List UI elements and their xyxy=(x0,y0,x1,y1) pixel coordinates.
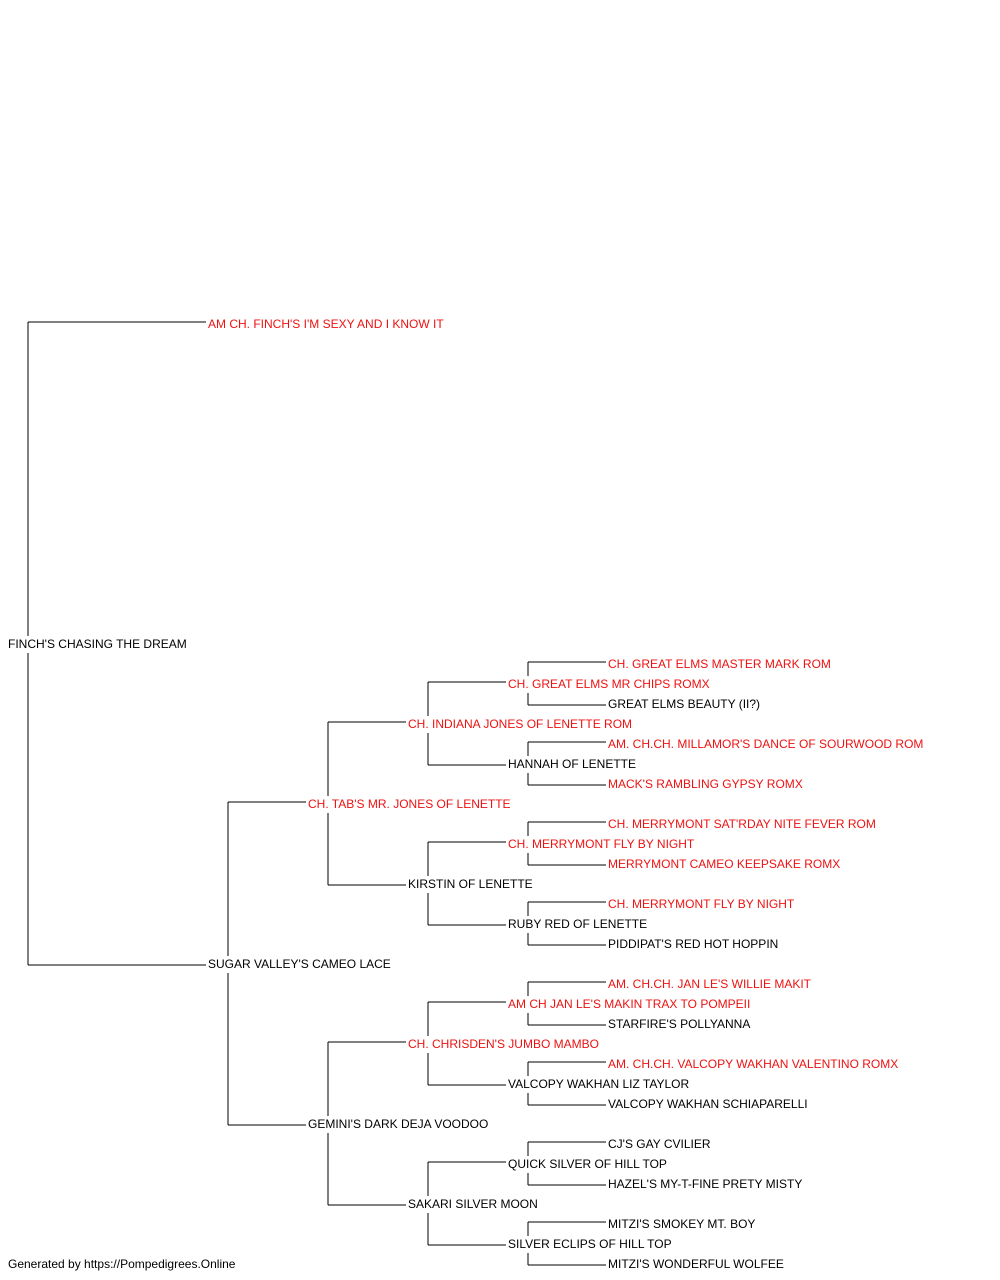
pedigree-node-dam-sire-dam: KIRSTIN OF LENETTE xyxy=(408,877,533,891)
pedigree-node-dam-dam-dam-dam: SILVER ECLIPS OF HILL TOP xyxy=(508,1237,672,1251)
pedigree-node-dam-dam-dam-sire: QUICK SILVER OF HILL TOP xyxy=(508,1157,667,1171)
pedigree-node-dam-dam-sire: CH. CHRISDEN'S JUMBO MAMBO xyxy=(408,1037,599,1051)
pedigree-node-dam-dam-dam-sire-dam: HAZEL'S MY-T-FINE PRETY MISTY xyxy=(608,1177,802,1191)
pedigree-node-dam-dam-sire-sire-sire: AM. CH.CH. JAN LE'S WILLIE MAKIT xyxy=(608,977,812,991)
pedigree-node-dam-dam-dam-dam-sire: MITZI'S SMOKEY MT. BOY xyxy=(608,1217,755,1231)
pedigree-node-subject: FINCH'S CHASING THE DREAM xyxy=(8,637,187,651)
pedigree-node-dam-sire-sire-dam-dam: MACK'S RAMBLING GYPSY ROMX xyxy=(608,777,803,791)
pedigree-node-dam-sire-sire-sire-dam: GREAT ELMS BEAUTY (II?) xyxy=(608,697,760,711)
pedigree-node-dam: SUGAR VALLEY'S CAMEO LACE xyxy=(208,957,391,971)
pedigree-node-dam-dam: GEMINI'S DARK DEJA VOODOO xyxy=(308,1117,488,1131)
pedigree-node-dam-sire-sire-sire: CH. GREAT ELMS MR CHIPS ROMX xyxy=(508,677,710,691)
pedigree-node-dam-dam-sire-dam: VALCOPY WAKHAN LIZ TAYLOR xyxy=(508,1077,689,1091)
pedigree-node-dam-dam-sire-sire-dam: STARFIRE'S POLLYANNA xyxy=(608,1017,750,1031)
pedigree-node-dam-sire-dam-sire: CH. MERRYMONT FLY BY NIGHT xyxy=(508,837,695,851)
pedigree-node-sire: AM CH. FINCH'S I'M SEXY AND I KNOW IT xyxy=(208,317,444,331)
pedigree-node-dam-dam-sire-dam-sire: AM. CH.CH. VALCOPY WAKHAN VALENTINO ROMX xyxy=(608,1057,898,1071)
pedigree-node-dam-dam-dam-dam-dam: MITZI'S WONDERFUL WOLFEE xyxy=(608,1257,784,1271)
pedigree-node-dam-sire-sire-dam-sire: AM. CH.CH. MILLAMOR'S DANCE OF SOURWOOD … xyxy=(608,737,923,751)
pedigree-node-dam-dam-sire-sire: AM CH JAN LE'S MAKIN TRAX TO POMPEII xyxy=(508,997,750,1011)
pedigree-node-dam-dam-dam-sire-sire: CJ'S GAY CVILIER xyxy=(608,1137,711,1151)
pedigree-node-dam-sire-dam-dam-sire: CH. MERRYMONT FLY BY NIGHT xyxy=(608,897,795,911)
pedigree-node-dam-sire: CH. TAB'S MR. JONES OF LENETTE xyxy=(308,797,511,811)
pedigree-node-dam-sire-dam-sire-sire: CH. MERRYMONT SAT'RDAY NITE FEVER ROM xyxy=(608,817,876,831)
pedigree-node-dam-dam-dam: SAKARI SILVER MOON xyxy=(408,1197,538,1211)
pedigree-node-dam-sire-dam-dam-dam: PIDDIPAT'S RED HOT HOPPIN xyxy=(608,937,778,951)
pedigree-node-dam-dam-sire-dam-dam: VALCOPY WAKHAN SCHIAPARELLI xyxy=(608,1097,808,1111)
pedigree-node-dam-sire-sire-dam: HANNAH OF LENETTE xyxy=(508,757,636,771)
footer-credit: Generated by https://Pompedigrees.Online xyxy=(8,1257,236,1271)
pedigree-node-dam-sire-sire: CH. INDIANA JONES OF LENETTE ROM xyxy=(408,717,632,731)
pedigree-node-dam-sire-sire-sire-sire: CH. GREAT ELMS MASTER MARK ROM xyxy=(608,657,831,671)
pedigree-node-dam-sire-dam-dam: RUBY RED OF LENETTE xyxy=(508,917,647,931)
pedigree-node-dam-sire-dam-sire-dam: MERRYMONT CAMEO KEEPSAKE ROMX xyxy=(608,857,840,871)
